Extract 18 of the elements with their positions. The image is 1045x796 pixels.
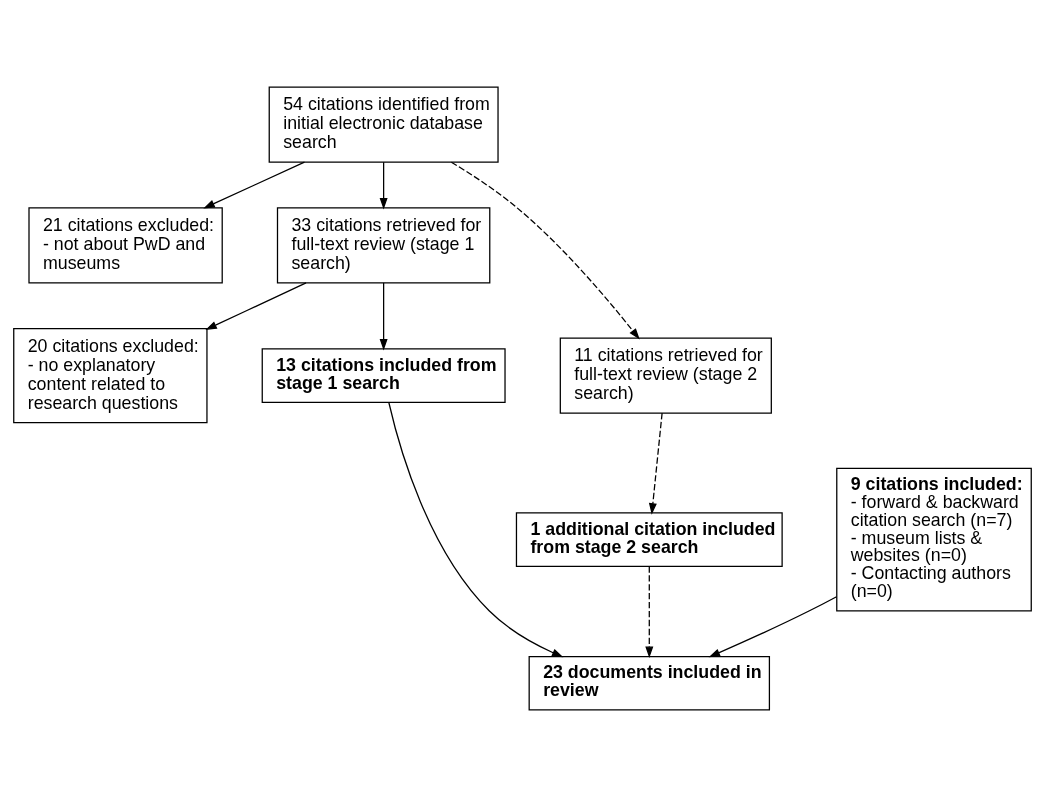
arrow	[648, 412, 663, 515]
node-box: 23 documents included in review	[528, 655, 771, 711]
arrow	[379, 161, 388, 209]
node-box: 20 citations excluded: - no explanatory content related to research questions	[13, 327, 208, 423]
arrow	[205, 281, 307, 330]
node-box: 21 citations excluded: - not about PwD and museums	[28, 206, 223, 283]
node-box: 33 citations retrieved for full-text review (stage 1 search)	[276, 206, 491, 283]
node-box: 13 citations included from stage 1 search	[261, 347, 506, 403]
arrow	[450, 161, 640, 340]
node-box: 54 citations identified from initial electronic database search	[268, 85, 499, 163]
arrow	[203, 161, 306, 208]
arrow	[388, 401, 564, 657]
node-box: 9 citations included: - forward & backward citation search (n=7) - museum lists & websites (n=0) - Contacting authors (n=0)	[836, 467, 1032, 611]
node-box: 11 citations retrieved for full-text review (stage 2 search)	[559, 337, 772, 414]
arrow	[379, 281, 388, 350]
node-box: 1 additional citation included from stage 2 search	[515, 511, 783, 567]
arrow	[645, 565, 654, 658]
arrow	[708, 595, 838, 657]
